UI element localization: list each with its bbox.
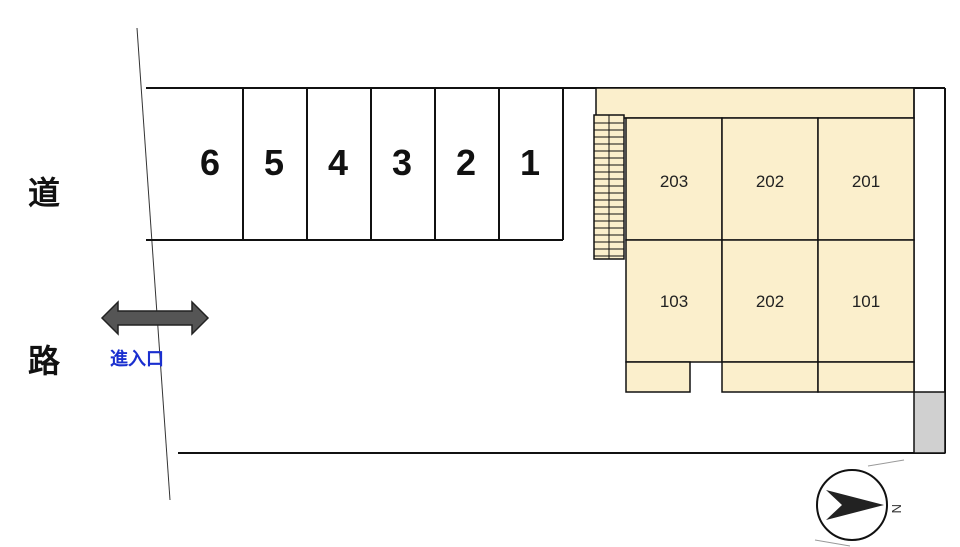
parking-space-number: 3 [391,142,413,183]
staircase [593,114,625,260]
parking-space-number: 1 [519,142,541,183]
parking-space-number: 6 [199,142,221,183]
room-number: 101 [851,292,881,311]
compass-icon: N [814,459,905,547]
parking-space-number: 5 [263,142,285,183]
parking-space-number: 2 [455,142,477,183]
balcony-mid [721,361,819,393]
compass-letter: N [889,504,904,513]
room-number: 103 [659,292,689,311]
road-label-top: 道 [28,174,61,212]
room-number: 202 [755,292,785,311]
room-block-upper-right [817,117,915,241]
corner-box [913,391,946,454]
balcony-left [625,361,691,393]
room-block-lower-right [817,239,915,363]
building-top-strip [595,87,915,119]
entrance-label: 進入口 [110,349,164,370]
parking-area [146,87,564,241]
room-number: 202 [755,172,785,191]
parking-space-number: 4 [327,142,349,183]
entrance-arrow [100,300,210,336]
room-block-lower-left [625,239,723,363]
room-number: 201 [851,172,881,191]
road-label-bottom: 路 [28,342,61,380]
building [625,117,915,393]
road-edge-line [136,27,171,501]
room-number: 203 [659,172,689,191]
balcony-right [817,361,915,393]
room-block-lower-mid [721,239,819,363]
